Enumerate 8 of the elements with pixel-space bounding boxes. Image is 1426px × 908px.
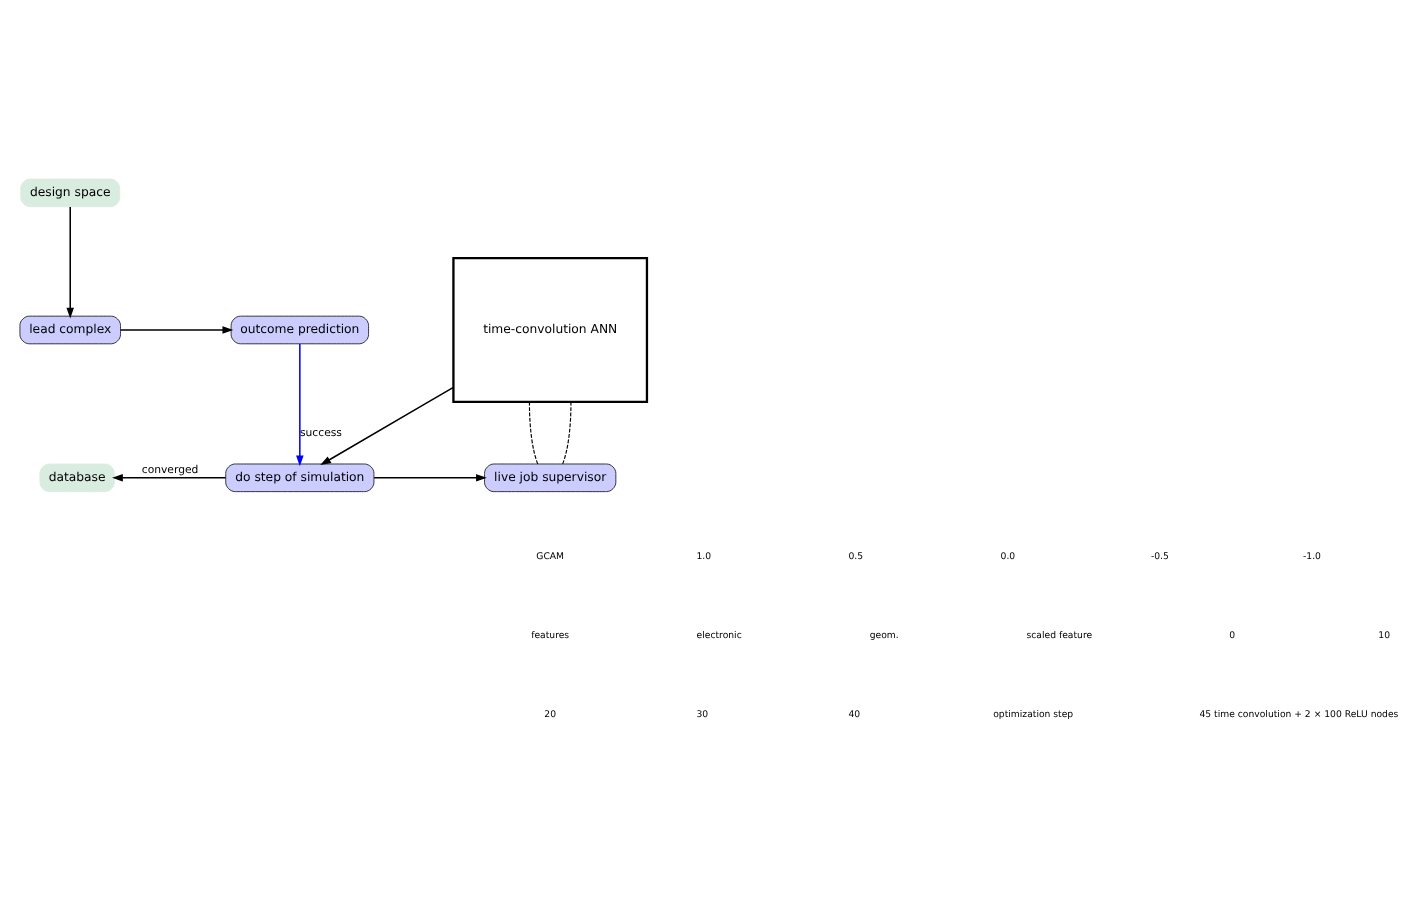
arrow xyxy=(373,474,487,482)
connector xyxy=(528,401,539,465)
arrow xyxy=(296,343,304,467)
arrow xyxy=(119,326,234,334)
arrow xyxy=(112,474,227,482)
connector xyxy=(562,401,572,465)
arrow xyxy=(66,206,74,319)
arrow xyxy=(320,386,455,466)
